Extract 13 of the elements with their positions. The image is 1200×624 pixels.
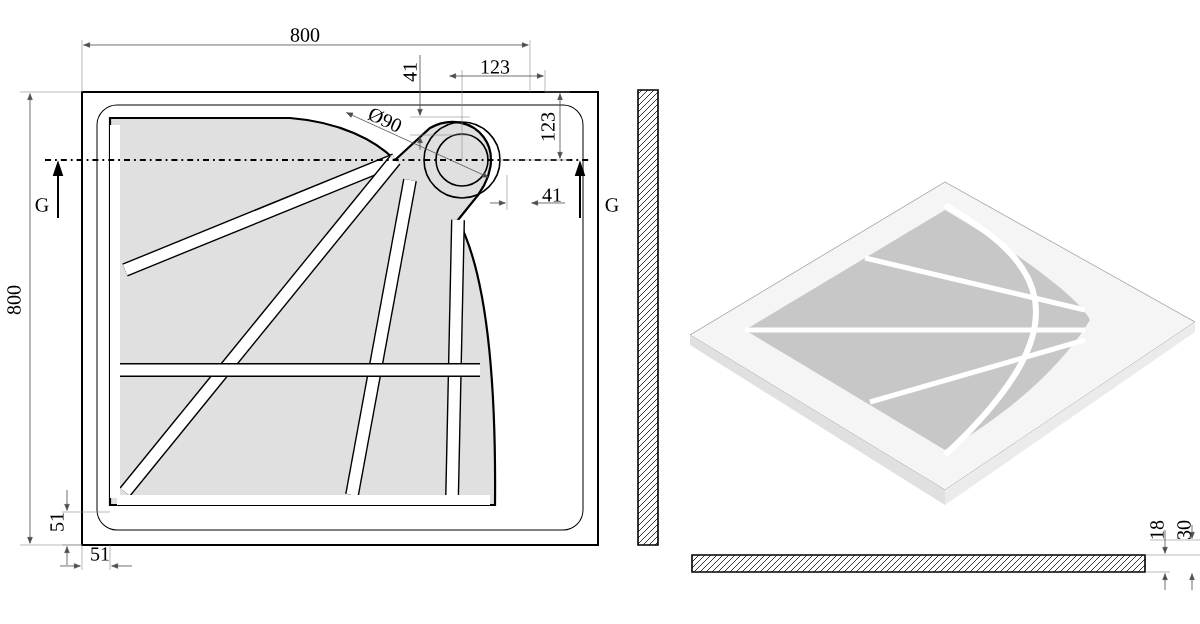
dimension-label: 800 [290, 28, 320, 42]
dimension-label: 123 [481, 60, 510, 74]
dimension-label: 41 [542, 188, 561, 202]
section-label: G [605, 198, 619, 212]
dimension-label: 41 [403, 63, 417, 82]
dimension-label: Ø90 [367, 108, 402, 132]
dimension-label: 18 [1150, 520, 1164, 539]
dimension-label: 30 [1177, 520, 1191, 539]
dimension-label: 800 [7, 285, 21, 315]
dimension-label: 51 [91, 547, 109, 561]
dimension-label: 51 [50, 513, 64, 531]
dimension-label: 123 [541, 112, 555, 141]
section-label: G [35, 198, 49, 212]
